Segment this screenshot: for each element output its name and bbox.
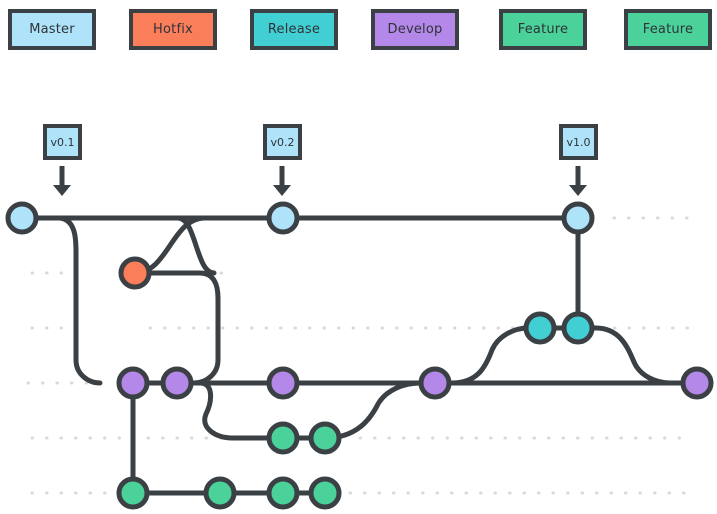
branch-edge-develop-to-release xyxy=(449,325,531,386)
commit-node-feature-top-commit-2[interactable] xyxy=(308,421,342,455)
commit-node-master-commit-v1.0[interactable] xyxy=(561,201,595,235)
branch-edge-develop-to-feature-top xyxy=(197,380,286,441)
commit-node-develop-commit-5[interactable] xyxy=(680,366,714,400)
commit-node-develop-commit-4[interactable] xyxy=(418,366,452,400)
commit-node-master-commit-v0.1[interactable] xyxy=(5,201,39,235)
legend-item-master-0[interactable]: Master xyxy=(8,9,96,50)
branch-edge-layer xyxy=(19,215,700,496)
tag-arrow-head-v0.1 xyxy=(53,185,71,196)
commit-node-release-commit-1[interactable] xyxy=(523,311,557,345)
legend-item-feature-5[interactable]: Feature xyxy=(624,9,712,50)
tag-arrow-layer xyxy=(53,166,587,196)
commit-node-feature-bottom-commit-1[interactable] xyxy=(116,476,150,510)
legend-item-hotfix-1[interactable]: Hotfix xyxy=(129,9,217,50)
branch-edge-master-branch-to-hotfix xyxy=(175,215,217,276)
tag-arrow-head-v1.0 xyxy=(569,185,587,196)
commit-node-feature-bottom-commit-4[interactable] xyxy=(308,476,342,510)
commit-node-feature-bottom-commit-3[interactable] xyxy=(266,476,300,510)
version-tag-v0.2[interactable]: v0.2 xyxy=(263,124,302,160)
branch-edge-release-merge-develop xyxy=(593,325,673,386)
commit-node-feature-top-commit-1[interactable] xyxy=(266,421,300,455)
branch-edge-hotfix-to-develop xyxy=(132,270,221,386)
commit-node-develop-commit-1[interactable] xyxy=(116,366,150,400)
branch-edge-feature-top-merge xyxy=(322,380,423,441)
commit-node-release-commit-2[interactable] xyxy=(561,311,595,345)
commit-node-layer xyxy=(5,201,714,510)
commit-node-feature-bottom-commit-2[interactable] xyxy=(203,476,237,510)
legend-item-develop-3[interactable]: Develop xyxy=(371,9,459,50)
commit-node-hotfix-commit-1[interactable] xyxy=(118,256,152,290)
commit-node-master-commit-v0.2[interactable] xyxy=(266,201,300,235)
tag-arrow-head-v0.2 xyxy=(273,185,291,196)
commit-node-develop-commit-3[interactable] xyxy=(266,366,300,400)
branch-edge-master-to-develop xyxy=(55,215,103,386)
legend-item-release-2[interactable]: Release xyxy=(250,9,338,50)
legend-item-feature-4[interactable]: Feature xyxy=(499,9,587,50)
version-tag-v0.1[interactable]: v0.1 xyxy=(43,124,82,160)
version-tag-v1.0[interactable]: v1.0 xyxy=(559,124,598,160)
commit-node-develop-commit-2[interactable] xyxy=(160,366,194,400)
